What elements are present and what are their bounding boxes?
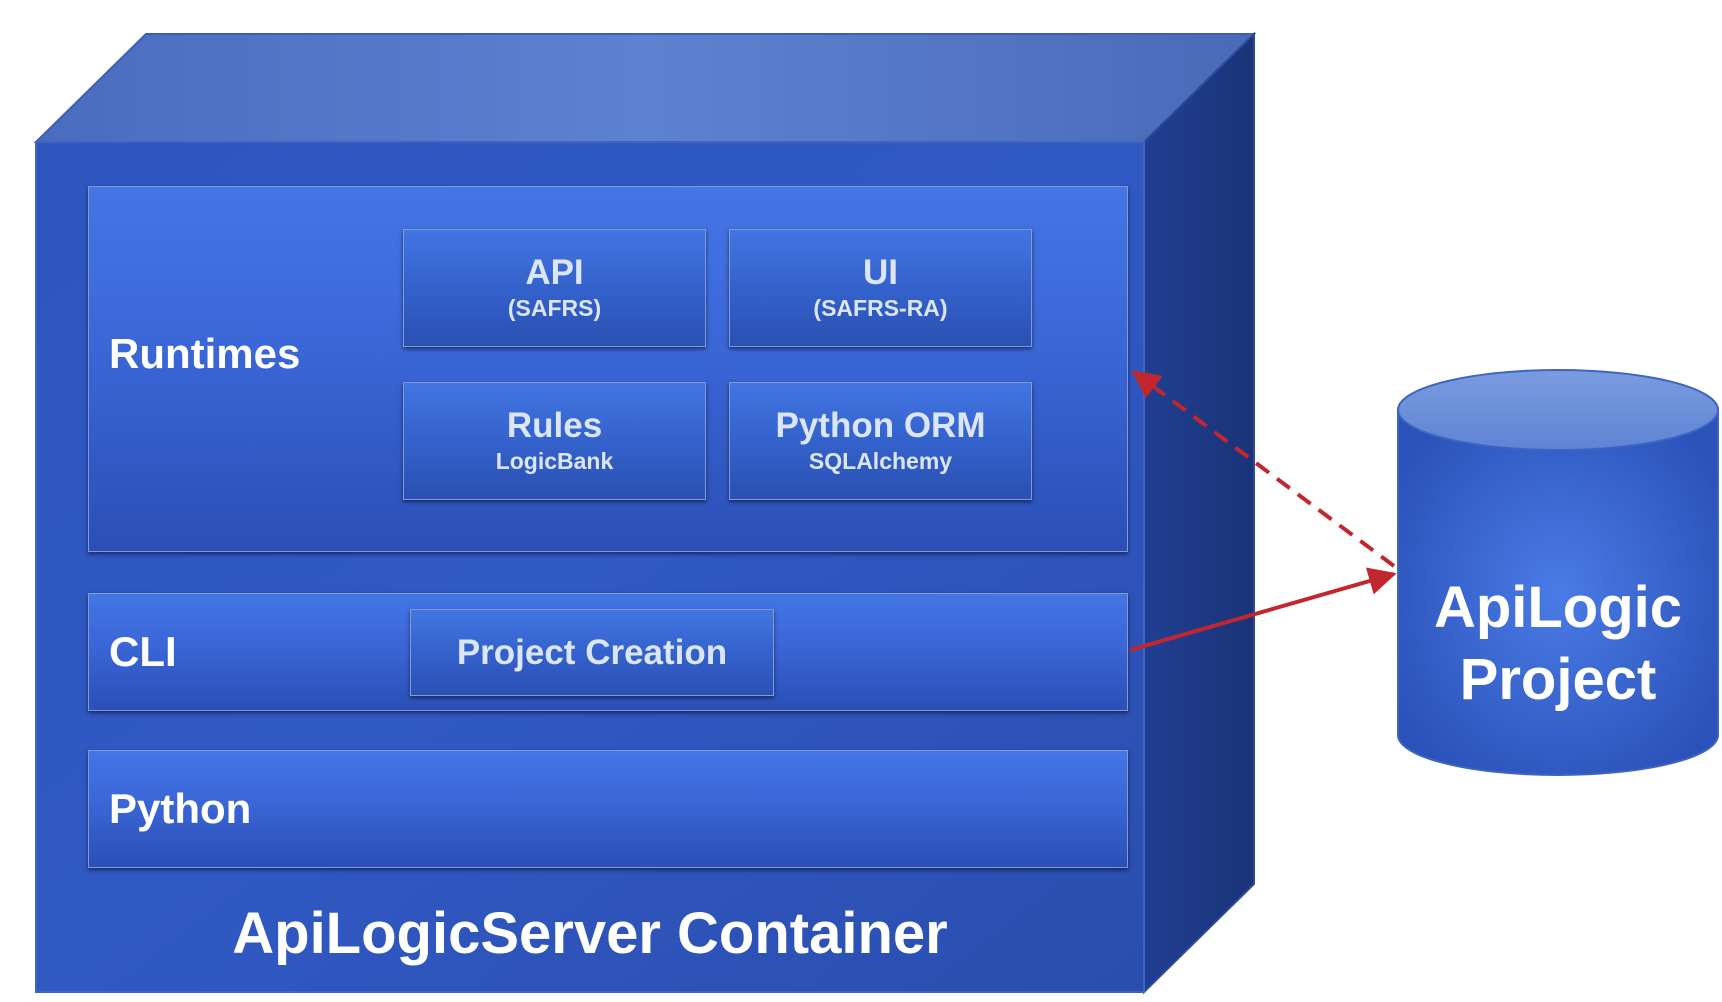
rules-module-subtitle: LogicBank bbox=[495, 448, 614, 474]
orm-module: Python ORM SQLAlchemy bbox=[729, 382, 1032, 500]
database-label-line2: Project bbox=[1459, 647, 1657, 712]
ui-module-title: UI bbox=[863, 253, 898, 292]
rules-module: Rules LogicBank bbox=[403, 382, 706, 500]
runtimes-label: Runtimes bbox=[109, 330, 301, 378]
cli-label: CLI bbox=[109, 628, 177, 675]
python-label: Python bbox=[109, 785, 252, 832]
orm-module-subtitle: SQLAlchemy bbox=[808, 448, 953, 474]
api-module-subtitle: (SAFRS) bbox=[507, 295, 602, 321]
project-creation-label: Project Creation bbox=[456, 632, 728, 672]
database-cylinder bbox=[1397, 369, 1719, 776]
container-title: ApiLogicServer Container bbox=[232, 901, 948, 966]
database-label-line1: ApiLogic bbox=[1433, 575, 1683, 640]
api-module: API (SAFRS) bbox=[403, 229, 706, 347]
container-top-face bbox=[33, 33, 1257, 143]
orm-module-title: Python ORM bbox=[775, 406, 986, 445]
project-to-runtimes-arrow bbox=[1131, 370, 1396, 568]
api-module-title: API bbox=[525, 253, 584, 292]
ui-module-subtitle: (SAFRS-RA) bbox=[813, 295, 948, 321]
rules-module-title: Rules bbox=[506, 406, 603, 445]
database-label: ApiLogic Project bbox=[1398, 572, 1718, 716]
project-creation-module: Project Creation bbox=[410, 609, 774, 696]
container-side-face bbox=[1143, 31, 1255, 995]
cli-to-project-arrow bbox=[1129, 567, 1397, 652]
ui-module: UI (SAFRS-RA) bbox=[729, 229, 1032, 347]
python-layer: Python bbox=[88, 750, 1128, 868]
